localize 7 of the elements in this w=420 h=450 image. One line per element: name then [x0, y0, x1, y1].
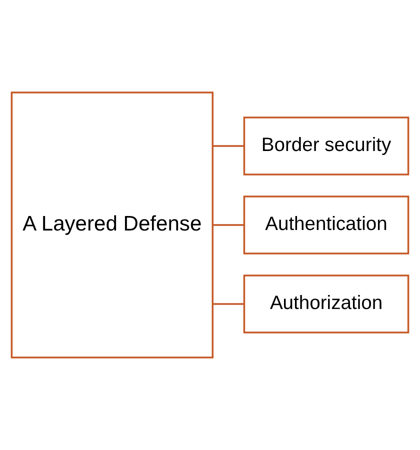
- connector: [212, 303, 244, 305]
- node-box: Border security: [243, 116, 410, 176]
- connector: [212, 145, 244, 147]
- node-box: A Layered Defense: [10, 92, 214, 358]
- connector: [212, 224, 244, 226]
- node-box: Authentication: [243, 196, 410, 254]
- node-box: Authorization: [243, 274, 410, 334]
